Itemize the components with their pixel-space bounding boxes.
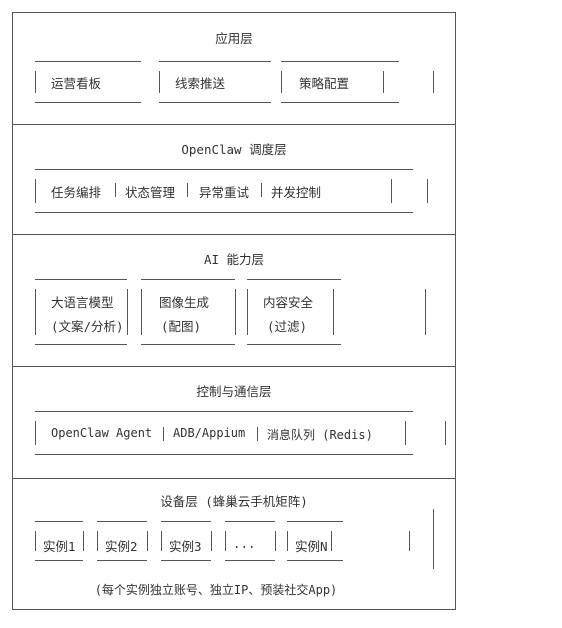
control-outer-right — [445, 421, 446, 445]
ai-item-2-line1: 图像生成 — [159, 295, 210, 310]
device-box-3-right — [211, 531, 212, 551]
layer-app-title: 应用层 — [215, 31, 253, 46]
ai-outer-right — [425, 289, 426, 335]
layer-ai: AI 能力层 大语言模型 (文案/分析) 图像生成 (配图) 内容安全 (过滤) — [12, 234, 456, 366]
openclaw-item-3: 异常重试 — [199, 185, 250, 200]
device-box-2-left — [97, 531, 98, 551]
control-box — [35, 411, 413, 455]
openclaw-box-right — [391, 179, 392, 203]
device-box-4-right — [275, 531, 276, 551]
device-box-5-left — [287, 531, 288, 551]
openclaw-box-left — [35, 179, 36, 203]
ai-item-3-line2: (过滤) — [267, 319, 308, 334]
app-box-2 — [159, 61, 271, 103]
device-box-3 — [161, 521, 211, 561]
openclaw-item-2: 状态管理 — [125, 185, 176, 200]
openclaw-sep-2 — [187, 183, 188, 197]
openclaw-box — [35, 169, 413, 213]
app-box-3-right — [383, 71, 384, 93]
ai-box-2-left — [141, 289, 142, 335]
app-item-3: 策略配置 — [299, 76, 350, 91]
device-box-3-left — [161, 531, 162, 551]
ai-item-3-line1: 内容安全 — [263, 295, 314, 310]
ai-box-1-left — [35, 289, 36, 335]
control-item-3: 消息队列 (Redis) — [267, 428, 373, 442]
device-note: (每个实例独立账号、独立IP、预装社交App) — [94, 583, 338, 597]
device-box-2-right — [147, 531, 148, 551]
device-box-4-left — [225, 531, 226, 551]
app-box-1-left — [35, 71, 36, 93]
control-item-2: ADB/Appium — [173, 426, 246, 440]
openclaw-item-1: 任务编排 — [51, 185, 102, 200]
app-box-1 — [35, 61, 141, 103]
control-sep-2 — [257, 427, 258, 441]
app-outer-right — [433, 71, 434, 93]
device-item-2: 实例2 — [105, 539, 138, 554]
device-box-4 — [225, 521, 275, 561]
layer-control-title: 控制与通信层 — [196, 384, 272, 399]
layer-ai-title: AI 能力层 — [203, 252, 265, 267]
ai-box-3-right — [333, 289, 334, 335]
device-box-1-left — [35, 531, 36, 551]
device-box-5-right — [331, 531, 332, 551]
device-item-3: 实例3 — [169, 539, 202, 554]
ai-box-3 — [247, 279, 341, 345]
ai-box-1 — [35, 279, 127, 345]
openclaw-sep-3 — [261, 183, 262, 197]
device-item-1: 实例1 — [43, 539, 76, 554]
ai-box-2 — [141, 279, 235, 345]
layer-control: 控制与通信层 OpenClaw Agent ADB/Appium 消息队列 (R… — [12, 366, 456, 478]
layer-device-title: 设备层 (蜂巢云手机矩阵) — [160, 494, 308, 509]
device-item-4: ... — [233, 536, 256, 551]
control-sep-1 — [163, 427, 164, 441]
device-box-5 — [287, 521, 343, 561]
device-box-2 — [97, 521, 147, 561]
layer-app: 应用层 运营看板 线索推送 策略配置 — [12, 12, 456, 124]
layer-device: 设备层 (蜂巢云手机矩阵) 实例1 实例2 实例3 ... 实例N (每个实例独… — [12, 478, 456, 610]
app-sep-1 — [159, 71, 160, 93]
ai-item-2-line2: (配图) — [161, 319, 202, 334]
device-box-1-right — [83, 531, 84, 551]
ai-box-2-right — [235, 289, 236, 335]
ai-box-1-right — [127, 289, 128, 335]
control-item-1: OpenClaw Agent — [51, 426, 153, 440]
control-box-left — [35, 421, 36, 445]
layer-openclaw-title: OpenClaw 调度层 — [181, 142, 287, 157]
device-inner-right — [409, 531, 410, 551]
ai-box-3-left — [247, 289, 248, 335]
ai-item-1-line2: (文案/分析) — [51, 319, 124, 334]
ai-item-1-line1: 大语言模型 — [51, 295, 114, 310]
control-box-right — [405, 421, 406, 445]
layer-openclaw: OpenClaw 调度层 任务编排 状态管理 异常重试 并发控制 — [12, 124, 456, 234]
openclaw-item-4: 并发控制 — [271, 185, 322, 200]
openclaw-outer-right — [427, 179, 428, 203]
app-sep-2 — [281, 71, 282, 93]
device-box-1 — [35, 521, 83, 561]
openclaw-sep-1 — [115, 183, 116, 197]
app-item-2: 线索推送 — [175, 76, 226, 91]
device-outer-right — [433, 509, 434, 569]
app-item-1: 运营看板 — [51, 76, 102, 91]
device-item-5: 实例N — [295, 539, 328, 554]
app-box-3 — [281, 61, 399, 103]
